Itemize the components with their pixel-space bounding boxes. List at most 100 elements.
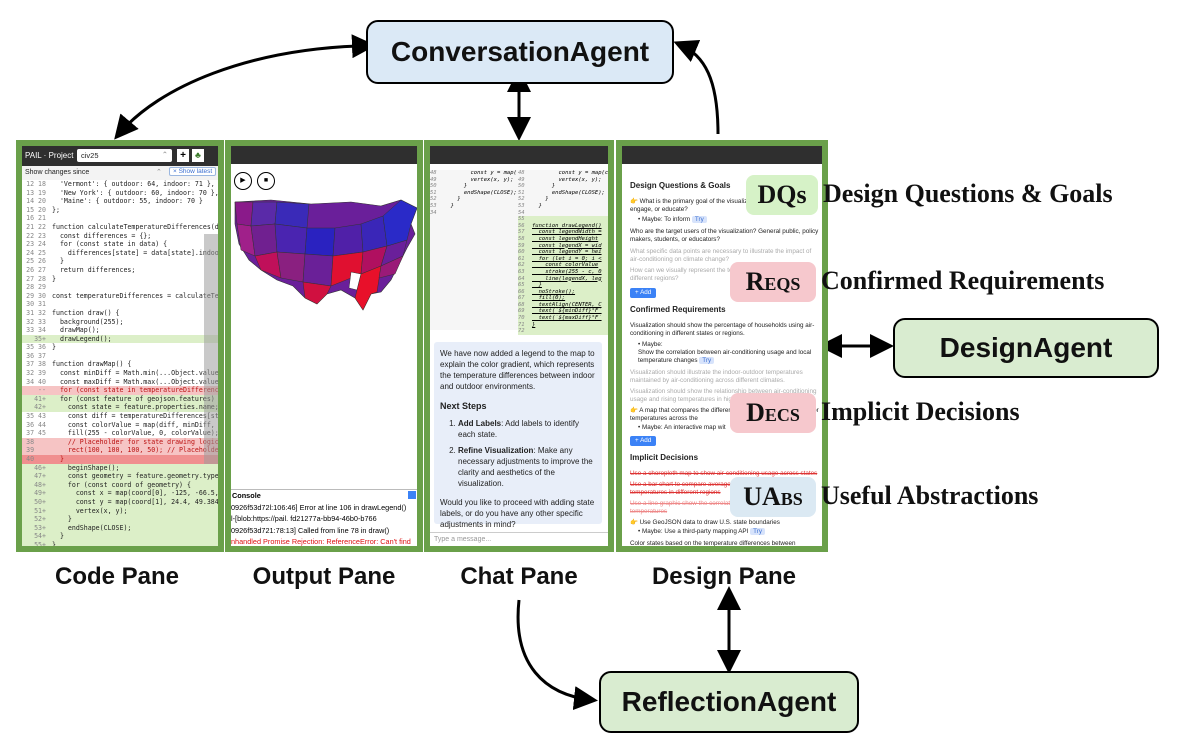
- diff-line: 51 endShape(CLOSE);: [518, 190, 608, 197]
- chat-input[interactable]: Type a message...: [430, 532, 608, 546]
- line-number: 36 44: [26, 420, 46, 429]
- diff-line-number: 51: [430, 189, 437, 196]
- line-text: function drawMap() {: [52, 360, 132, 369]
- diff-line-number: 50: [430, 183, 437, 190]
- palm-icon[interactable]: ♣: [192, 149, 204, 162]
- diff-line-text: }: [532, 321, 536, 328]
- code-line: 16 21: [22, 214, 218, 223]
- diff-line-number: 51: [518, 189, 525, 196]
- code-line: 13 19 'New York': { outdoor: 60, indoor:…: [22, 189, 218, 198]
- line-number: 28 29: [26, 283, 46, 292]
- req-add-button[interactable]: + Add: [630, 436, 657, 446]
- code-line: 40 }: [22, 455, 218, 464]
- line-number: 50+: [22, 497, 46, 506]
- code-line: 46+ beginShape();: [22, 463, 218, 473]
- diff-line-text: }: [444, 202, 454, 209]
- show-changes-label[interactable]: Show changes since: [25, 169, 90, 176]
- add-project-button[interactable]: +: [177, 149, 189, 162]
- console-line: ariable: minDiff: [231, 548, 417, 553]
- chat-pane-label: Chat Pane: [460, 563, 578, 590]
- next-step-item: Refine Visualization: Make any necessary…: [458, 445, 596, 489]
- diff-line: 62 const colorValue: [518, 262, 608, 269]
- line-text: const state = feature.properties.name;: [52, 403, 218, 412]
- diff-line-number: 60: [518, 249, 525, 256]
- code-line: 36 44 const colorValue = map(diff, minDi…: [22, 421, 218, 430]
- code-line: 28 29: [22, 283, 218, 292]
- design-topbar: [622, 146, 822, 164]
- try-button-2[interactable]: Try: [699, 357, 715, 364]
- dec-item-4-maybe: • Maybe: Use a third-party mapping API T…: [638, 528, 820, 536]
- line-text: }: [52, 540, 56, 549]
- diff-line: 72: [518, 328, 608, 335]
- chat-topbar: [430, 146, 608, 164]
- line-text: }: [52, 343, 56, 352]
- code-line: 38 // Placeholder for state drawing logi…: [22, 437, 218, 447]
- line-text: fill(255 - colorValue, 0, colorValue);: [52, 429, 218, 438]
- diff-line-text: const y = map(c: [532, 170, 608, 176]
- diff-line-number: 49: [430, 176, 437, 183]
- code-line: 47+ const geometry = feature.geometry.ty…: [22, 472, 218, 481]
- line-number: 54+: [22, 532, 46, 541]
- diff-line: 52 }: [518, 196, 608, 203]
- line-number: 42+: [22, 403, 46, 412]
- diff-line: 49 vertex(x, y);: [518, 177, 608, 184]
- diff-line: 66 noStroke();: [518, 288, 608, 296]
- diff-line: 60 const legendY = hei: [518, 249, 608, 256]
- diff-line-text: text(`${minDiff}°F`: [532, 308, 602, 315]
- project-name: civ25: [81, 151, 99, 160]
- line-number: 13 19: [26, 188, 46, 197]
- diff-line: 34: [430, 210, 516, 217]
- code-line: 15 20};: [22, 206, 218, 215]
- code-line: 23 24 for (const state in data) {: [22, 240, 218, 249]
- diff-line-text: endShape(CLOSE);: [444, 189, 516, 196]
- diff-line-number: 52: [518, 196, 525, 203]
- line-text: };: [52, 205, 60, 214]
- diff-line-text: const legendY = hei: [532, 249, 602, 256]
- line-text: const diff = temperatureDifferences[stat…: [67, 412, 218, 421]
- line-number: --: [26, 386, 46, 395]
- req-item-2: Visualization should illustrate the indo…: [630, 369, 803, 384]
- line-number: 29 30: [26, 291, 46, 300]
- line-number: 31 32: [26, 308, 46, 317]
- console-close-icon[interactable]: [408, 491, 416, 499]
- line-text: vertex(x, y);: [52, 506, 128, 515]
- dec-item-5: Color states based on the temperature di…: [630, 540, 796, 547]
- diff-line-text: fill(0);: [532, 295, 566, 302]
- diff-line-number: 57: [518, 229, 525, 236]
- code-scrollbar[interactable]: [204, 234, 218, 464]
- diff-line-number: 69: [518, 308, 525, 315]
- diff-line-text: function drawLegend(): [532, 222, 602, 229]
- show-latest-button[interactable]: × Show latest: [169, 167, 217, 176]
- code-line: 35+ drawLegend();: [22, 334, 218, 344]
- project-label: PAIL · Project: [25, 151, 74, 160]
- try-button[interactable]: Try: [691, 216, 707, 223]
- diff-line-text: for (let i = 0; i <: [532, 255, 602, 262]
- code-line: 26 27 return differences;: [22, 266, 218, 275]
- conversation-agent-label: ConversationAgent: [390, 36, 650, 67]
- play-button[interactable]: ▶: [234, 172, 252, 190]
- diff-line: 49 vertex(x, y);: [430, 177, 516, 184]
- uabs-category-label: Useful Abstractions: [821, 481, 1039, 510]
- dec-item-3: Use a line graphic show the correlation …: [630, 500, 815, 515]
- code-pane: PAIL · Project civ25 ⌃ + ♣ Show changes …: [16, 140, 224, 552]
- show-changes-chevron-icon: ⌃: [156, 169, 162, 176]
- line-number: 56+: [22, 550, 46, 552]
- diff-line-number: 50: [518, 183, 525, 190]
- line-text: const x = map(coord[0], -125, -66.5, 0, …: [75, 489, 218, 498]
- diff-line-number: 53: [430, 202, 437, 209]
- code-editor[interactable]: 12 18 'Vermont': { outdoor: 64, indoor: …: [22, 180, 218, 546]
- dq-section-title: Design Questions & Goals: [630, 181, 731, 190]
- line-text: 'Vermont': { outdoor: 64, indoor: 71 },: [52, 180, 215, 188]
- line-text: }: [52, 515, 72, 524]
- dq-add-button[interactable]: + Add: [630, 288, 657, 298]
- message-intro: We have now added a legend to the map to…: [440, 349, 595, 391]
- diff-line-text: const legendX = wid: [532, 242, 602, 249]
- try-button-3[interactable]: Try: [750, 528, 765, 535]
- line-text: differences[state] = data[state].indoor …: [52, 248, 218, 257]
- diff-line: 70 text(`${maxDiff}°F`: [518, 315, 608, 322]
- diff-line: 55: [518, 216, 608, 223]
- stop-button[interactable]: ■: [257, 172, 275, 190]
- project-select[interactable]: civ25 ⌃: [77, 149, 172, 162]
- diff-line-text: vertex(x, y);: [532, 176, 602, 183]
